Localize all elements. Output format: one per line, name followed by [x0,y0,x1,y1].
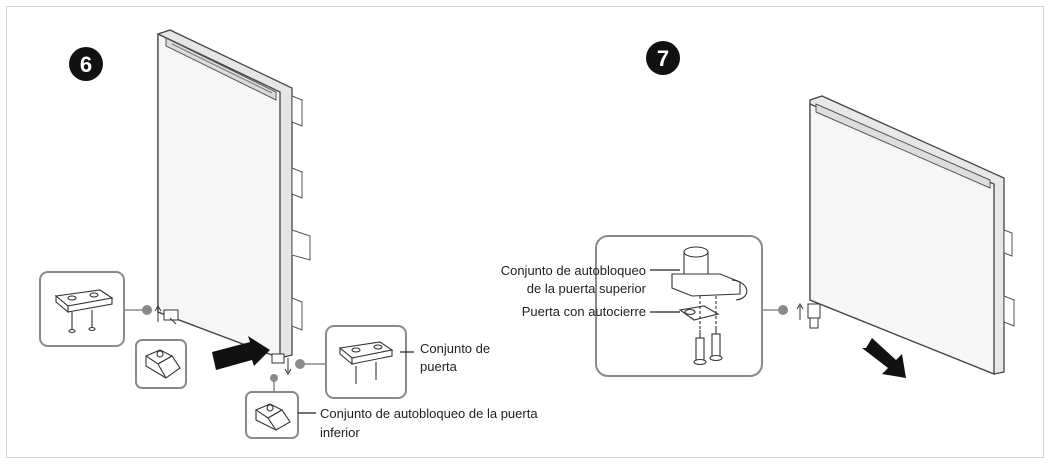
step-6-number: 6 [80,52,92,77]
hinge-top-left-icon [154,305,179,325]
callout-lower-lock [245,374,316,439]
step-7-badge: 7 [646,41,680,75]
step-6-badge: 6 [69,47,103,81]
label-lower-lock-line1: Conjunto de autobloqueo de la puerta [320,406,538,421]
label-lower-lock-line2: inferior [320,425,360,440]
label-upper-lock-line1: Conjunto de autobloqueo [501,263,646,278]
direction-arrow-step-6 [212,336,270,370]
label-door-assembly-line2: puerta [420,359,458,374]
label-upper-lock-line2: de la puerta superior [527,281,647,296]
hinge-bottom-right-icon [271,353,292,375]
callout-lower-lock-left [135,339,187,389]
direction-arrow-step-7 [862,338,906,378]
hinge-step-7-icon [796,303,821,329]
door-step-7 [809,95,1015,375]
callout-top-hinge [39,271,152,347]
diagram-frame [6,6,1044,458]
step-7-number: 7 [657,46,669,71]
callout-upper-lock [595,235,788,377]
label-door-assembly-line1: Conjunto de [420,341,490,356]
label-self-closing-door: Puerta con autocierre [522,304,646,319]
callout-door-assembly [295,325,414,399]
door-step-6 [157,29,311,359]
